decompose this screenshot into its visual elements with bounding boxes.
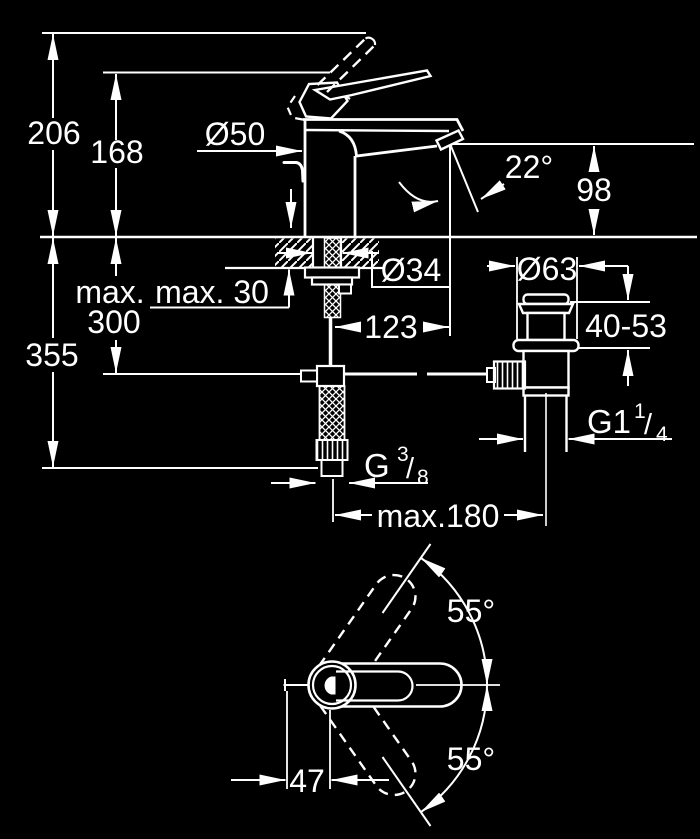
aerator [434, 128, 465, 152]
handle-inner-outline [336, 670, 414, 702]
faucet-side-view [282, 36, 465, 237]
label-waste-thread: G1 [587, 403, 631, 440]
label-lever-height: 168 [90, 134, 143, 170]
lever-raised-tip-cap [364, 36, 377, 46]
spout-underside [338, 129, 438, 158]
popup-knob-rear [282, 161, 305, 183]
lever-raised-dashed-2 [326, 44, 376, 93]
dimension-labels: 206 168 Ø50 22° 98 Ø34 Ø63 max. 300 max.… [25, 115, 667, 799]
label-waste-thread-sub: 4 [656, 423, 668, 446]
rod-clamp [315, 364, 346, 388]
label-hose-thread-slash: / [406, 453, 415, 485]
waste-flange [517, 302, 575, 315]
label-waste-range: 40-53 [585, 308, 667, 344]
leader-22 [480, 180, 506, 200]
label-rod-reach: max.180 [377, 498, 500, 534]
mounting-flange [303, 266, 361, 279]
swing-arc-upper [420, 557, 493, 686]
label-spout-projection: 123 [364, 309, 417, 345]
radius-line-upper [381, 543, 432, 614]
deck-hatch-left [275, 238, 312, 268]
deck-section [275, 238, 379, 268]
handle-top-view [231, 543, 500, 827]
label-handle-offset: 47 [289, 763, 325, 799]
plate-underside [304, 128, 450, 133]
handle-position-lower-dashed [317, 678, 417, 797]
hose-nut [315, 439, 349, 461]
flex-hose-braided [318, 385, 346, 441]
label-hole-diameter: Ø34 [381, 252, 441, 288]
waste-knob-knurled [492, 360, 527, 390]
waste-plug-cap [522, 293, 570, 306]
label-flange-diameter: Ø63 [517, 251, 577, 287]
label-waste-thread-slash: / [644, 409, 653, 441]
hose-end-fitting [320, 459, 344, 477]
waste-body [522, 349, 570, 389]
mounting-tab [338, 283, 352, 295]
top-plate [303, 118, 465, 132]
label-spout-angle: 22° [505, 149, 553, 185]
lever-blade [311, 69, 433, 101]
waste-assembly [486, 293, 580, 526]
dimension-lines [40, 32, 697, 522]
mounting-step [310, 276, 354, 286]
handle-inner-circle [311, 664, 353, 706]
waste-locking-ring [512, 338, 580, 353]
label-swing-lower: 55° [447, 741, 495, 777]
label-swing-upper: 55° [447, 593, 495, 629]
label-overall-height: 206 [27, 115, 80, 151]
mounting-assembly [300, 237, 490, 477]
label-depth-below: 355 [25, 337, 78, 373]
radius-line-lower [381, 756, 432, 827]
waste-neck [526, 311, 566, 342]
clamp-screw [300, 369, 318, 383]
thread-labels: G1 1 / 4 G 3 / 8 [364, 400, 668, 489]
motion-arc-spout [398, 181, 439, 213]
handle-position-upper-dashed [317, 573, 417, 692]
label-hose-thread-sup: 3 [397, 443, 409, 466]
stream-line-22 [449, 144, 479, 213]
label-max-word: max. [75, 274, 144, 310]
handle-logo-mark [324, 676, 336, 695]
label-max-rod: 300 [87, 304, 140, 340]
deck-hatch-right [342, 238, 379, 268]
label-waste-thread-sup: 1 [634, 400, 646, 423]
label-base-diameter: Ø50 [205, 116, 265, 152]
hub-raised-dashed [286, 95, 306, 122]
swing-arc-lower [420, 684, 493, 813]
lever-raised-dashed-1 [316, 37, 367, 86]
label-spout-height: 98 [576, 172, 612, 208]
label-max-deck: max. 30 [155, 274, 269, 310]
label-hose-thread-sub: 8 [417, 466, 429, 489]
label-hose-thread: G [364, 447, 390, 484]
